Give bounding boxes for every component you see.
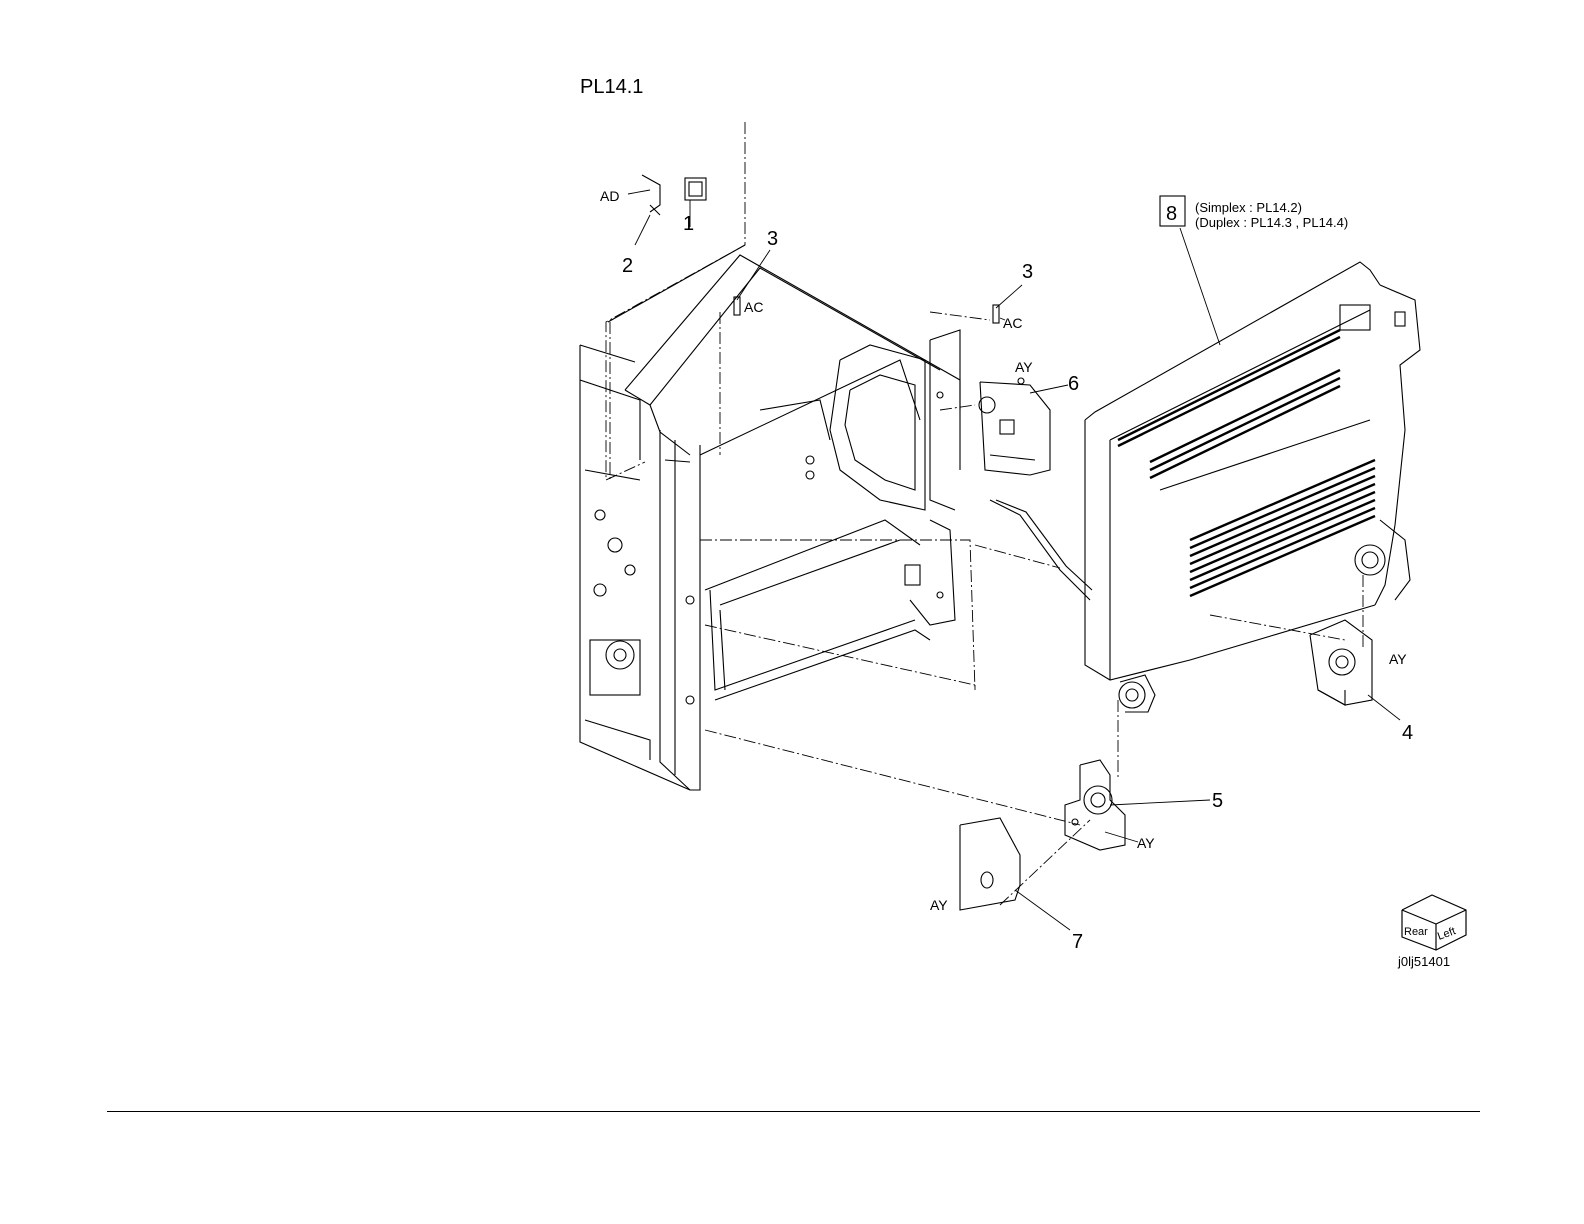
cover-vents [1118, 330, 1375, 596]
callout-2: 2 [622, 255, 633, 277]
callout-3-left: 3 [767, 228, 778, 250]
callout-4: 4 [1402, 722, 1413, 744]
footer-rule [107, 1111, 1480, 1112]
orientation-rear: Rear [1404, 926, 1428, 938]
code-ay-part4: AY [1389, 651, 1407, 667]
code-ay-top: AY [1015, 359, 1033, 375]
callout-5: 5 [1212, 790, 1223, 812]
callout-3-right: 3 [1022, 261, 1033, 283]
frame-assembly [580, 255, 960, 790]
code-ac-right: AC [1003, 315, 1022, 331]
code-ay-part5: AY [1137, 835, 1155, 851]
callout-6: 6 [1068, 373, 1079, 395]
code-ad: AD [600, 188, 619, 204]
part-4-bracket [1310, 620, 1372, 705]
orientation-cube [1402, 895, 1466, 950]
part-7-plate [960, 818, 1020, 910]
hinge-knob [1119, 675, 1155, 712]
sensor-inset [608, 175, 745, 322]
note-duplex: (Duplex : PL14.3 , PL14.4) [1195, 215, 1348, 230]
orientation-left: Left [1436, 925, 1457, 943]
callout-8: 8 [1166, 203, 1177, 225]
code-ay-part7: AY [930, 897, 948, 913]
note-simplex: (Simplex : PL14.2) [1195, 200, 1302, 215]
code-ac-left: AC [744, 299, 763, 315]
callout-1: 1 [683, 213, 694, 235]
harness [990, 500, 1090, 600]
callout-7: 7 [1072, 931, 1083, 953]
image-id: j0lj51401 [1397, 954, 1450, 969]
part-6-plate [979, 378, 1050, 475]
